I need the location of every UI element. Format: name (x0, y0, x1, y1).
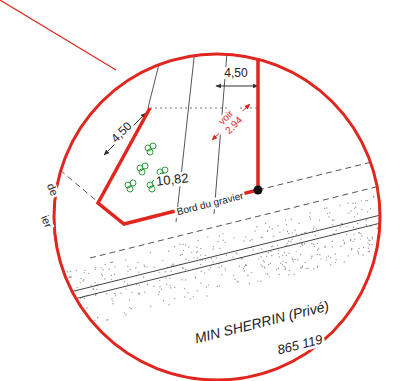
survey-point (254, 186, 263, 195)
plan-label: 4,50 (222, 67, 249, 80)
gravel-stipple (39, 191, 393, 334)
lot-line (176, 40, 196, 222)
plan-label: 865 119 (274, 332, 326, 357)
fence-line (40, 218, 393, 307)
plan-label: 10,82 (153, 171, 191, 188)
dashed-line (258, 160, 380, 190)
dimension-line (104, 113, 146, 155)
plan-content (39, 40, 393, 334)
fence-line (40, 210, 393, 299)
magnifier-circle (54, 54, 380, 380)
plan-label: ier (38, 212, 55, 231)
dotted-line (150, 108, 258, 109)
dimension-line (216, 86, 258, 87)
lot-line (148, 40, 165, 108)
plan-label: Bord du gravier (174, 190, 247, 218)
lot-boundary (98, 40, 258, 224)
leader-line (0, 0, 116, 70)
